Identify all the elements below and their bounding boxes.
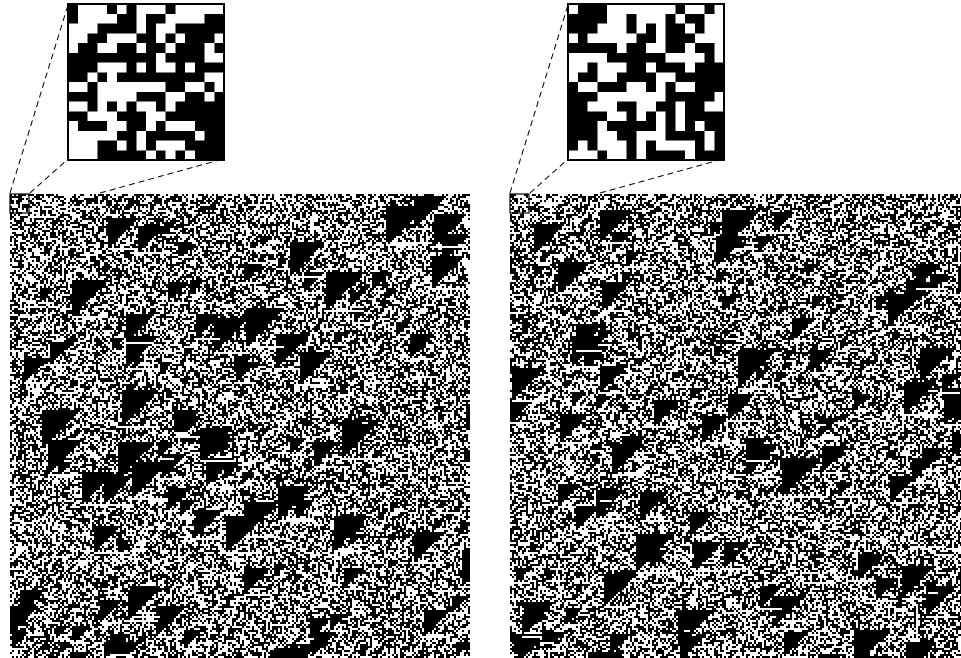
zoom-inset-left (68, 4, 224, 160)
automaton-grid-left (10, 194, 470, 658)
zoom-inset-right (568, 4, 724, 160)
automaton-right-inset-cells (568, 4, 724, 160)
automaton-grid-right (510, 194, 961, 658)
zoom-guide-line-left-bottom (100, 159, 223, 193)
automaton-right-cells (510, 194, 961, 658)
zoom-guide-line-right-inner (530, 159, 568, 193)
zoom-guide-line-right-bottom (600, 159, 723, 193)
zoom-guide-line-right-outer (510, 5, 568, 193)
cellular-automaton-panel-left (10, 4, 470, 658)
automaton-left-inset-cells (68, 4, 224, 160)
zoom-guide-line-left-outer (10, 5, 68, 193)
cellular-automaton-panel-right (510, 4, 961, 658)
automaton-left-cells (10, 194, 470, 658)
zoom-guide-line-left-inner (30, 159, 68, 193)
